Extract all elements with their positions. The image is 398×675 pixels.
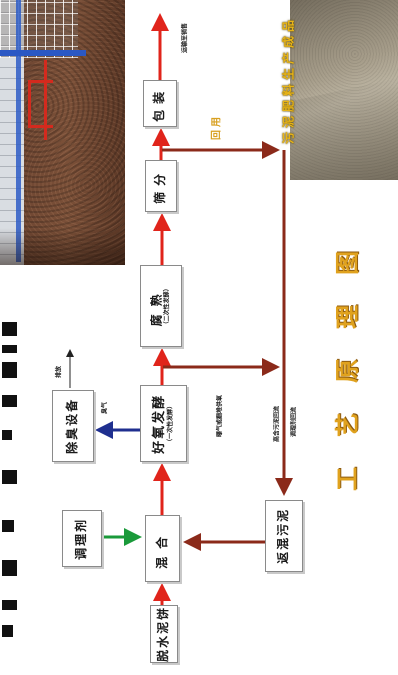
diagram-title: 工艺原理图: [328, 221, 363, 491]
node-deodorizer: 除臭设备: [52, 390, 94, 462]
label-transport-to-sales: 运输至销售: [180, 23, 189, 53]
label-reuse: 回用: [208, 114, 223, 140]
node-conditioner: 调理剂: [62, 510, 102, 567]
node-dewatered-cake-label: 脱水泥饼: [157, 606, 171, 662]
node-mixing-label: 混合: [156, 528, 170, 568]
node-aerobic-text: 好氧发酵 （一次性发酵）: [153, 393, 175, 453]
node-aerobic-sublabel: （一次性发酵）: [168, 393, 175, 453]
node-aerobic-fermentation: 好氧发酵 （一次性发酵）: [140, 385, 187, 462]
node-aerobic-label: 好氧发酵: [153, 393, 168, 453]
node-screening-label: 筛分: [154, 168, 168, 204]
node-packing-label: 包装: [153, 85, 167, 121]
node-return-sludge: 返混污泥: [265, 500, 303, 572]
node-deodorizer-label: 除臭设备: [66, 398, 80, 454]
label-return-note-2: 调理剂回流: [289, 407, 298, 437]
label-odor: 臭气: [100, 402, 109, 414]
node-dewatered-cake: 脱水泥饼: [150, 605, 178, 663]
node-screening: 筛分: [145, 160, 177, 212]
node-maturing-sublabel: （二次性发酵）: [164, 285, 171, 327]
label-return-note-1: 高含污泥回流: [272, 406, 281, 442]
node-maturing-label: 腐熟: [151, 285, 165, 327]
label-aeration: 曝气或翻堆供氧: [215, 395, 224, 437]
node-mixing: 混合: [145, 515, 180, 582]
label-emission: 排放: [54, 366, 63, 378]
node-packing: 包装: [143, 80, 177, 127]
node-conditioner-label: 调理剂: [75, 517, 89, 559]
node-return-sludge-label: 返混污泥: [277, 508, 291, 564]
node-maturing-text: 腐熟 （二次性发酵）: [151, 285, 172, 327]
node-maturing: 腐熟 （二次性发酵）: [140, 265, 182, 347]
